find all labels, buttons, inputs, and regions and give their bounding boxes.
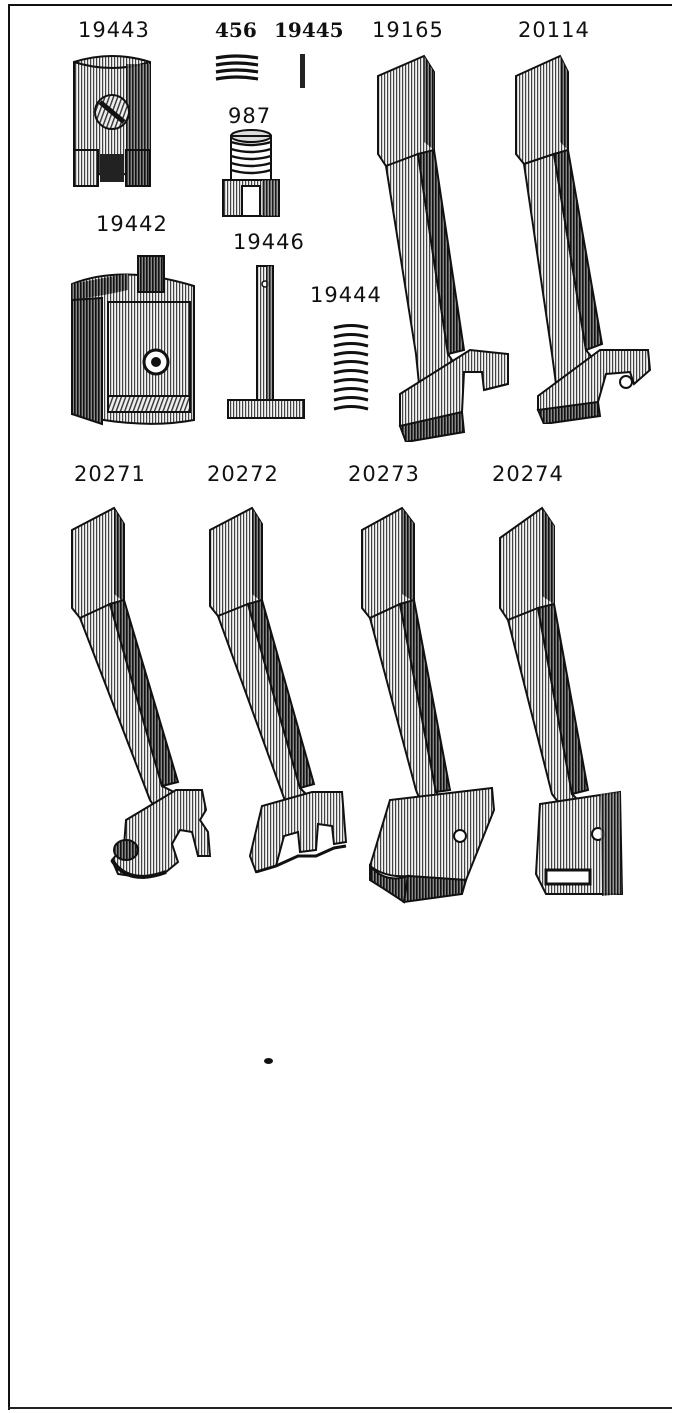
presser-foot-19165-illustration bbox=[377, 54, 509, 442]
page-border-bottom bbox=[8, 1407, 672, 1409]
part-number-20114: 20114 bbox=[518, 18, 590, 42]
ink-speck bbox=[264, 1058, 273, 1064]
part-number-19445: 19445 bbox=[274, 18, 344, 42]
presser-foot-20274-illustration bbox=[499, 506, 624, 896]
collar-19443-illustration bbox=[73, 55, 151, 187]
part-number-20273: 20273 bbox=[348, 462, 420, 486]
bushing-987-illustration bbox=[222, 129, 280, 217]
presser-foot-20114-illustration bbox=[515, 54, 652, 424]
part-number-456: 456 bbox=[215, 18, 257, 42]
spring-456-illustration bbox=[215, 54, 259, 81]
pin-19445-illustration bbox=[300, 54, 305, 88]
part-number-19446: 19446 bbox=[233, 230, 305, 254]
page-border-left bbox=[8, 4, 10, 1410]
part-number-20274: 20274 bbox=[492, 462, 564, 486]
spring-19444-illustration bbox=[333, 324, 369, 411]
stem-19446-illustration bbox=[227, 265, 305, 419]
part-number-19165: 19165 bbox=[372, 18, 444, 42]
presser-foot-20272-illustration bbox=[209, 506, 348, 874]
presser-foot-20273-illustration bbox=[361, 506, 496, 904]
part-number-19444: 19444 bbox=[310, 283, 382, 307]
part-number-20272: 20272 bbox=[207, 462, 279, 486]
part-number-19443: 19443 bbox=[78, 18, 150, 42]
block-19442-illustration bbox=[71, 255, 195, 426]
part-number-19442: 19442 bbox=[96, 212, 168, 236]
part-number-987: 987 bbox=[228, 104, 272, 128]
presser-foot-20271-illustration bbox=[71, 506, 212, 880]
page-border-top bbox=[8, 4, 672, 6]
part-number-20271: 20271 bbox=[74, 462, 146, 486]
